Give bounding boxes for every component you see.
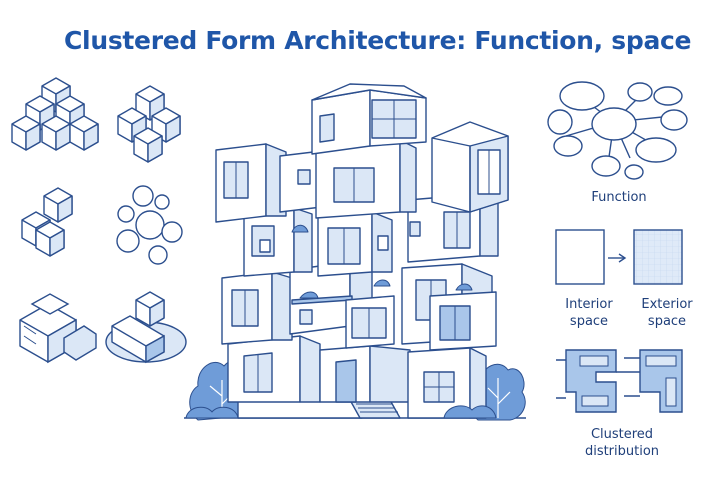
interior-space-box bbox=[555, 229, 605, 285]
block-volume-icon-2 bbox=[105, 291, 187, 364]
interior-exterior-diagram bbox=[555, 229, 683, 285]
cube-stack-icon bbox=[21, 187, 73, 257]
clustered-distribution-label: Clustered distribution bbox=[584, 427, 660, 459]
function-bubble-diagram bbox=[547, 81, 688, 180]
cube-cluster-icon-1 bbox=[11, 77, 99, 151]
circle-cluster-icon bbox=[116, 185, 183, 265]
interior-space-label: Interior space bbox=[565, 297, 613, 329]
page-title: Clustered Form Architecture: Function, s… bbox=[64, 26, 692, 55]
block-volume-icon-1 bbox=[19, 293, 97, 364]
exterior-space-box bbox=[633, 229, 683, 285]
clustered-distribution-plan bbox=[556, 349, 683, 413]
function-label: Function bbox=[591, 190, 647, 205]
cube-cluster-icon-2 bbox=[117, 85, 181, 163]
exterior-space-label: Exterior space bbox=[641, 297, 693, 329]
clustered-building bbox=[184, 83, 526, 421]
